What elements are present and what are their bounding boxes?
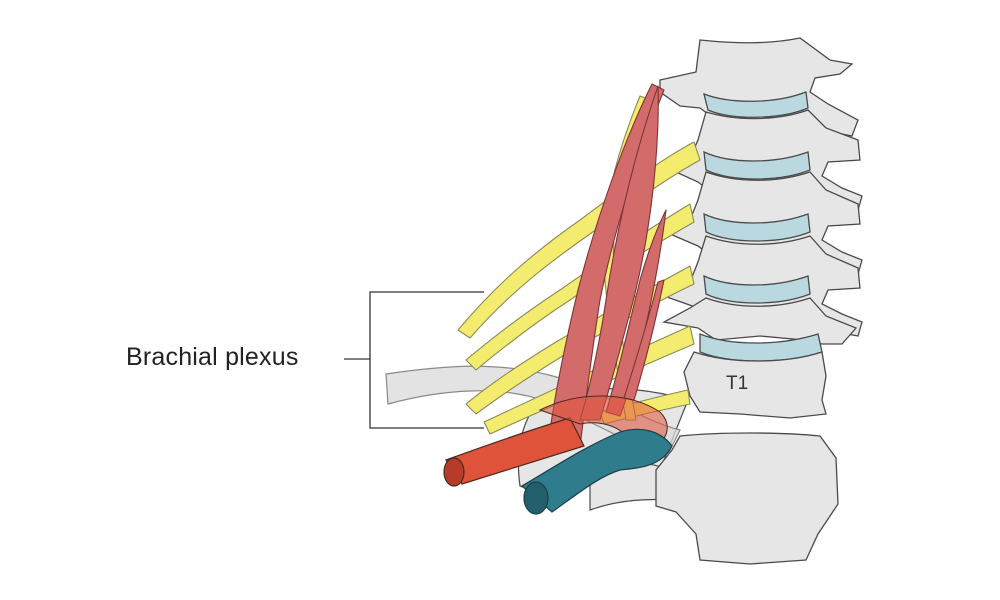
t1-vertebra-label: T1: [726, 373, 749, 394]
brachial-plexus-label: Brachial plexus: [126, 343, 299, 371]
vertebral-column: [655, 37, 863, 565]
label-bracket: [344, 291, 484, 429]
vertebra-t1: [683, 351, 827, 419]
vertebra-t2: [655, 432, 839, 565]
subclavian-artery-lumen: [443, 457, 465, 487]
disc-2: [703, 150, 811, 180]
subclavian-vein-lumen: [523, 481, 549, 515]
scalene-muscles: [547, 83, 667, 447]
subclavian-vein: [520, 428, 673, 513]
disc-1: [703, 91, 809, 118]
bracket-line: [369, 291, 484, 429]
disc-4: [703, 274, 811, 304]
subclavian-vessels: [443, 395, 673, 515]
disc-3: [703, 212, 811, 242]
subclavian-artery: [445, 417, 585, 485]
